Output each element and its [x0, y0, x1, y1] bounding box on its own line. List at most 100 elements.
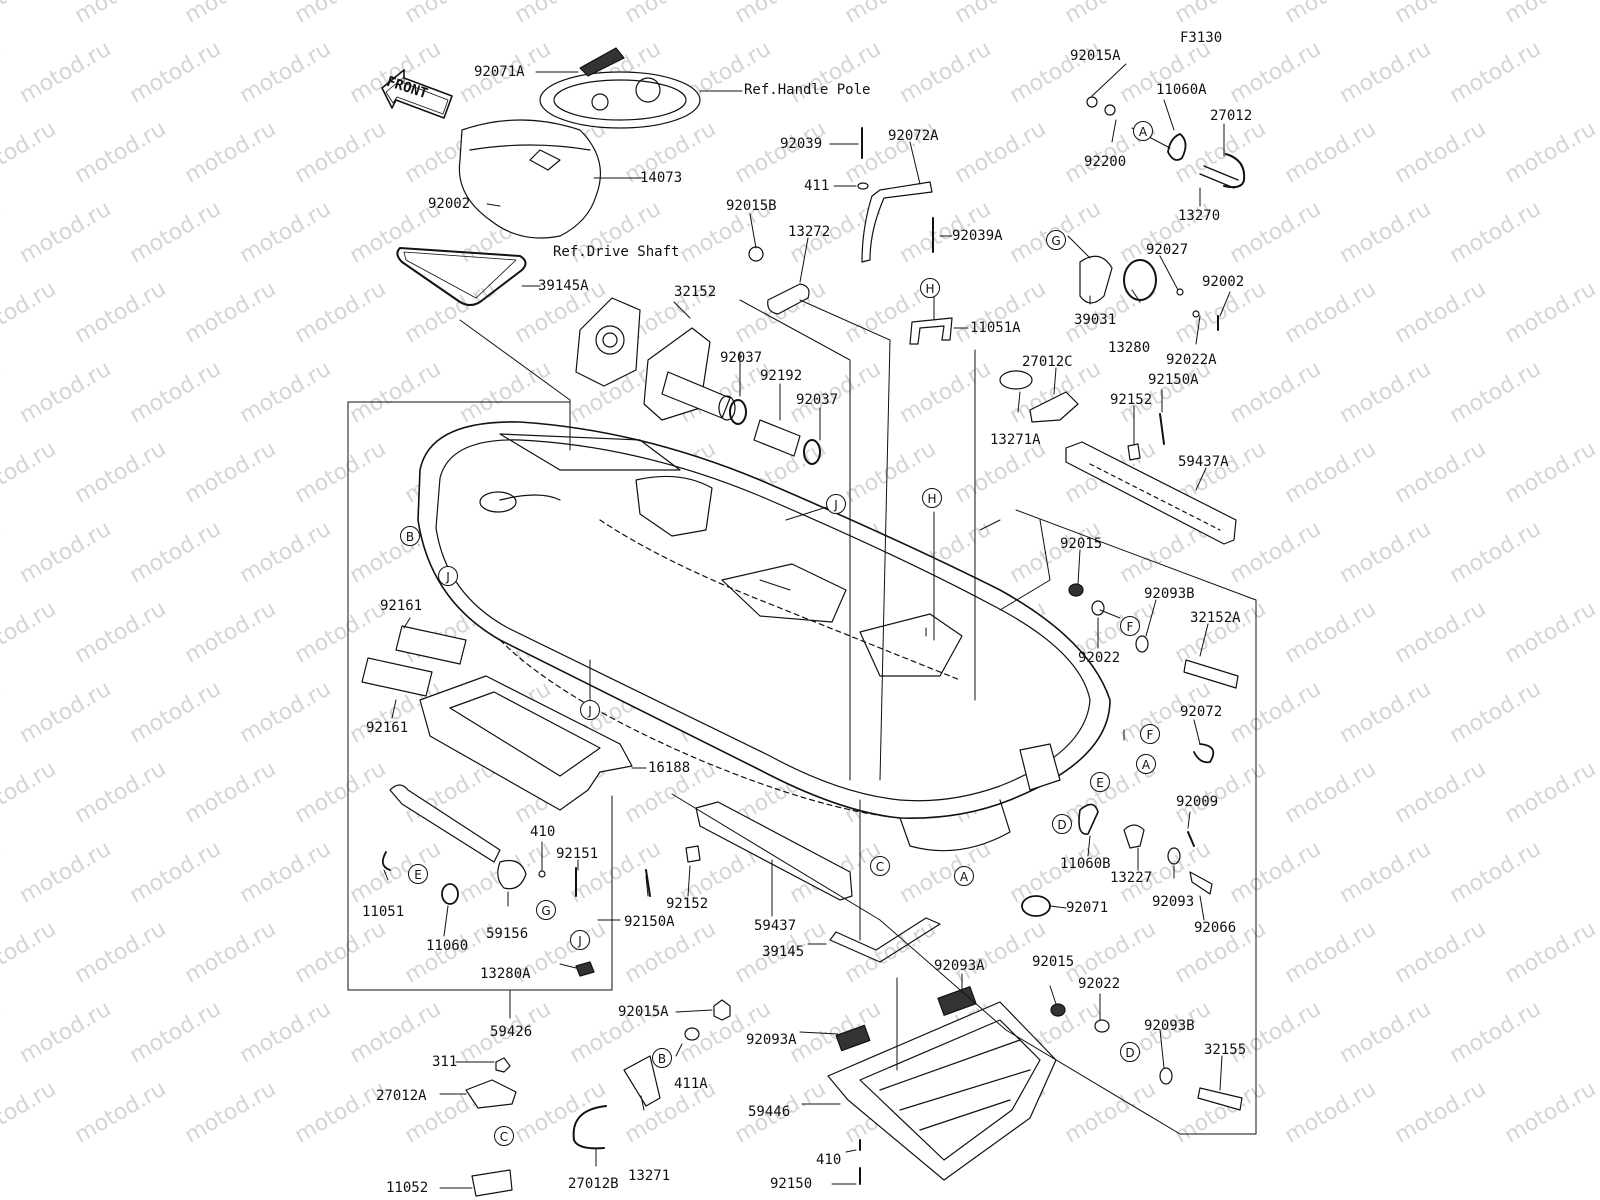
intake-grate-59446	[827, 1001, 1057, 1181]
callout-d-bottom: D	[1120, 1042, 1140, 1062]
part-label-92002-right[interactable]: 92002	[1202, 274, 1245, 290]
part-label-92015a-top[interactable]: 92015A	[1070, 48, 1121, 64]
part-label-92037-a[interactable]: 92037	[720, 350, 763, 366]
part-label-92039a[interactable]: 92039A	[952, 228, 1003, 244]
hull-body	[417, 421, 1111, 852]
part-label-39145a[interactable]: 39145A	[538, 278, 589, 294]
part-label-92066[interactable]: 92066	[1194, 920, 1237, 936]
part-label-59426[interactable]: 59426	[490, 1024, 533, 1040]
part-label-92093b-mid[interactable]: 92093B	[1144, 586, 1195, 602]
part-label-92151[interactable]: 92151	[556, 846, 599, 862]
nozzle-32152a	[1183, 659, 1239, 689]
part-label-59446[interactable]: 59446	[748, 1104, 791, 1120]
part-label-92039[interactable]: 92039	[780, 136, 823, 152]
callout-d-mid: D	[1052, 814, 1072, 834]
part-label-411a[interactable]: 411A	[674, 1076, 708, 1092]
part-label-92093b-bottom[interactable]: 92093B	[1144, 1018, 1195, 1034]
part-label-13280a[interactable]: 13280A	[480, 966, 531, 982]
part-label-92002[interactable]: 92002	[428, 196, 471, 212]
callout-f-lower: F	[1140, 724, 1160, 744]
part-label-13280[interactable]: 13280	[1108, 340, 1151, 356]
seal-39145	[829, 917, 941, 963]
part-label-27012b[interactable]: 27012B	[568, 1176, 619, 1192]
part-label-13272[interactable]: 13272	[788, 224, 831, 240]
part-label-92015a-bottom[interactable]: 92015A	[618, 1004, 669, 1020]
plate-13271a	[999, 370, 1033, 390]
part-label-39145[interactable]: 39145	[762, 944, 805, 960]
part-label-92027[interactable]: 92027	[1146, 242, 1189, 258]
part-label-92161-lower[interactable]: 92161	[366, 720, 409, 736]
part-label-92022-mid[interactable]: 92022	[1078, 650, 1121, 666]
bracket-27012a	[465, 1079, 517, 1109]
part-label-13271[interactable]: 13271	[628, 1168, 671, 1184]
part-label-27012[interactable]: 27012	[1210, 108, 1253, 124]
part-label-92093a-top[interactable]: 92093A	[934, 958, 985, 974]
callout-j-bottom: J	[570, 930, 590, 950]
part-label-13271a[interactable]: 13271A	[990, 432, 1041, 448]
part-label-32152[interactable]: 32152	[674, 284, 717, 300]
part-label-92152-top[interactable]: 92152	[1110, 392, 1153, 408]
part-label-92150a-bottom[interactable]: 92150A	[624, 914, 675, 930]
part-label-92150a-top[interactable]: 92150A	[1148, 372, 1199, 388]
callout-c-mid: C	[870, 856, 890, 876]
handle-pole-cover	[539, 47, 701, 129]
part-label-11052[interactable]: 11052	[386, 1180, 429, 1196]
part-label-27012c[interactable]: 27012C	[1022, 354, 1073, 370]
part-label-13227[interactable]: 13227	[1110, 870, 1153, 886]
callout-g-bottom: G	[536, 900, 556, 920]
part-label-11060b[interactable]: 11060B	[1060, 856, 1111, 872]
part-label-92071[interactable]: 92071	[1066, 900, 1109, 916]
hose-clamp	[729, 399, 747, 425]
callout-j-left: J	[438, 566, 458, 586]
part-label-92072[interactable]: 92072	[1180, 704, 1223, 720]
fitting-59156	[497, 859, 527, 890]
callout-h-mid: H	[922, 488, 942, 508]
part-label-92015b[interactable]: 92015B	[726, 198, 777, 214]
part-label-14073[interactable]: 14073	[640, 170, 683, 186]
part-label-92192[interactable]: 92192	[760, 368, 803, 384]
part-label-410-left[interactable]: 410	[530, 824, 556, 840]
bracket-13272	[767, 283, 810, 315]
part-label-39031[interactable]: 39031	[1074, 312, 1117, 328]
part-label-92152-bottom[interactable]: 92152	[666, 896, 709, 912]
diagram-code: F3130	[1180, 30, 1223, 46]
part-label-92200[interactable]: 92200	[1084, 154, 1127, 170]
part-label-92022-bottom[interactable]: 92022	[1078, 976, 1121, 992]
part-label-411[interactable]: 411	[804, 178, 830, 194]
part-label-92093a-left[interactable]: 92093A	[746, 1032, 797, 1048]
part-label-11060[interactable]: 11060	[426, 938, 469, 954]
part-label-59156[interactable]: 59156	[486, 926, 529, 942]
part-label-32152a[interactable]: 32152A	[1190, 610, 1241, 626]
callout-a-bottom: A	[954, 866, 974, 886]
callout-j-hull: J	[826, 494, 846, 514]
part-label-92072a[interactable]: 92072A	[888, 128, 939, 144]
part-label-32155[interactable]: 32155	[1204, 1042, 1247, 1058]
pad-92161-lower	[361, 657, 433, 697]
part-label-92037-b[interactable]: 92037	[796, 392, 839, 408]
part-label-92071a[interactable]: 92071A	[474, 64, 525, 80]
part-label-92093[interactable]: 92093	[1152, 894, 1195, 910]
part-label-92015-bottom[interactable]: 92015	[1032, 954, 1075, 970]
part-label-27012a[interactable]: 27012A	[376, 1088, 427, 1104]
part-label-16188[interactable]: 16188	[648, 760, 691, 776]
drive-shaft-flange	[575, 297, 641, 387]
part-label-59437[interactable]: 59437	[754, 918, 797, 934]
part-label-92150[interactable]: 92150	[770, 1176, 813, 1192]
hose-11051	[389, 784, 501, 863]
part-label-92022a[interactable]: 92022A	[1166, 352, 1217, 368]
part-label-410-bottom[interactable]: 410	[816, 1152, 842, 1168]
part-label-92015-mid[interactable]: 92015	[1060, 536, 1103, 552]
part-label-11051[interactable]: 11051	[362, 904, 405, 920]
rail-59437a	[1065, 441, 1237, 545]
part-label-92161-upper[interactable]: 92161	[380, 598, 423, 614]
part-label-13270[interactable]: 13270	[1178, 208, 1221, 224]
part-label-59437a[interactable]: 59437A	[1178, 454, 1229, 470]
rail-59437	[695, 801, 853, 901]
part-label-311[interactable]: 311	[432, 1054, 458, 1070]
bracket-11051a	[909, 317, 953, 345]
bellows-flange-32152	[643, 327, 736, 421]
part-label-11051a[interactable]: 11051A	[970, 320, 1021, 336]
part-label-92009[interactable]: 92009	[1176, 794, 1219, 810]
part-label-11060a[interactable]: 11060A	[1156, 82, 1207, 98]
